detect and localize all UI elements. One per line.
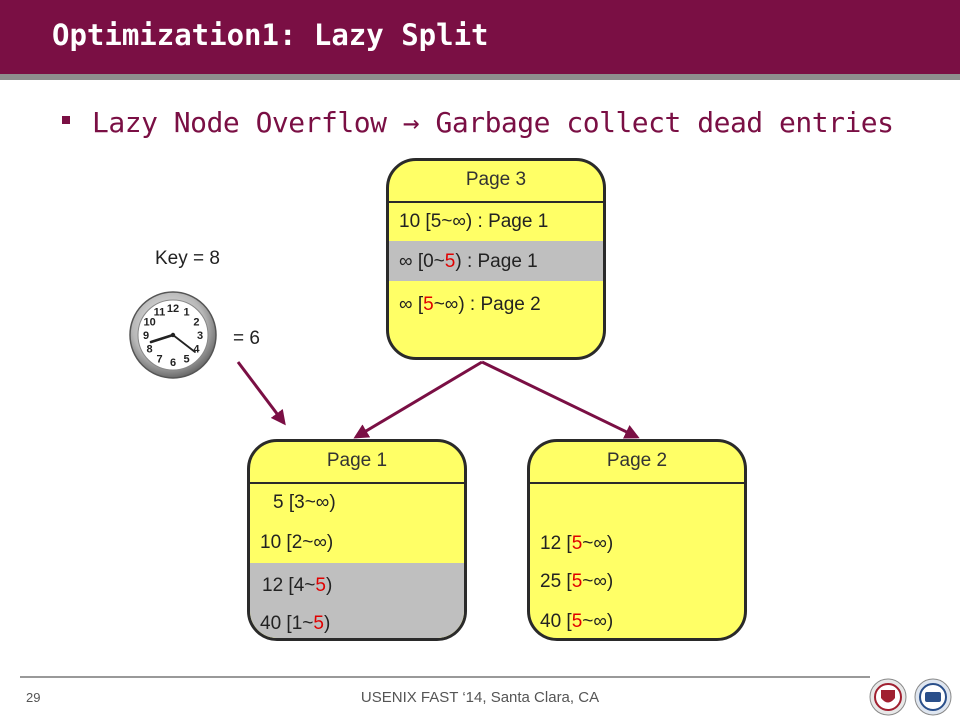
- slide-number: 29: [26, 690, 41, 705]
- footer-text: USENIX FAST ‘14, Santa Clara, CA: [360, 689, 600, 706]
- dead-entry-band: [389, 241, 603, 281]
- slide-title: Optimization1: Lazy Split: [52, 18, 489, 52]
- clock-number: 6: [170, 357, 176, 369]
- clock-number: 1: [183, 307, 189, 319]
- page-2-node: Page 2 12 [5~∞) 25 [5~∞) 40 [5~∞): [527, 439, 747, 641]
- lab-seal-icon: [914, 678, 952, 716]
- page-2-header: Page 2: [530, 442, 744, 484]
- timestamp-label: = 6: [233, 328, 260, 349]
- page-1-entry-1: 5 [3~∞): [273, 492, 336, 513]
- title-bar: Optimization1: Lazy Split: [0, 0, 960, 74]
- clock-number: 10: [143, 317, 155, 329]
- tree-edge-page3-page2: [481, 360, 640, 439]
- time-pointer-arrow: [236, 361, 286, 426]
- clock-number: 12: [167, 303, 179, 315]
- page-3-entry-1: 10 [5~∞) : Page 1: [399, 211, 549, 232]
- clock-number: 11: [154, 307, 166, 319]
- clock-number: 5: [183, 353, 189, 365]
- bullet-square-icon: [62, 116, 70, 124]
- clock-number: 2: [193, 317, 199, 329]
- page-3-header: Page 3: [389, 161, 603, 203]
- university-seal-icon: [869, 678, 907, 716]
- page-1-entry-2: 10 [2~∞): [260, 532, 334, 553]
- bullet-text: Lazy Node Overflow → Garbage collect dea…: [92, 106, 894, 139]
- page-3-node: Page 3 10 [5~∞) : Page 1 ∞ [0~5) : Page …: [386, 158, 606, 360]
- clock-number: 9: [143, 330, 149, 342]
- page-1-node: Page 1 5 [3~∞) 10 [2~∞) 12 [4~5) 40 [1~5…: [247, 439, 467, 641]
- tree-edge-page3-page1: [353, 360, 483, 439]
- page-2-entry-2: 25 [5~∞): [540, 571, 614, 592]
- clock-number: 7: [156, 353, 162, 365]
- dead-entries-band: [250, 563, 464, 638]
- clock-number: 3: [197, 330, 203, 342]
- page-1-entry-4: 40 [1~5): [260, 613, 331, 634]
- page-1-header: Page 1: [250, 442, 464, 484]
- clock-number: 4: [193, 344, 200, 356]
- key-label: Key = 8: [155, 248, 220, 269]
- clock-number: 8: [147, 344, 153, 356]
- page-1-entry-3: 12 [4~5): [262, 575, 333, 596]
- page-3-entry-2: ∞ [0~5) : Page 1: [399, 251, 538, 272]
- page-2-entry-1: 12 [5~∞): [540, 533, 614, 554]
- title-rule: [0, 74, 960, 80]
- page-2-entry-3: 40 [5~∞): [540, 611, 614, 632]
- footer-rule: [20, 676, 870, 678]
- page-3-entry-3: ∞ [5~∞) : Page 2: [399, 294, 541, 315]
